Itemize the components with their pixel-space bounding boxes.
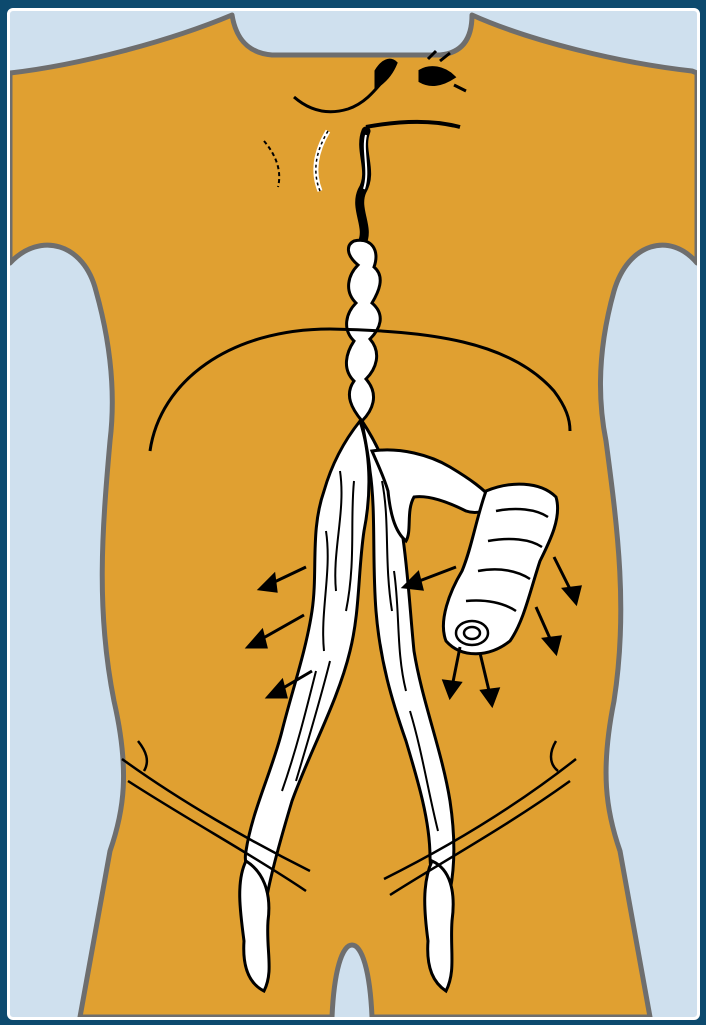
illustration-panel [7, 8, 700, 1020]
lymphatic-system-illustration [10, 11, 697, 1017]
